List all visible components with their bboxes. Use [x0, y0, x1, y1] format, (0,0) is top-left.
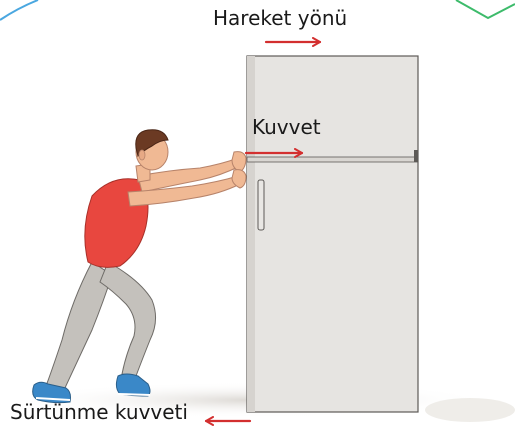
floor-shadow-right — [425, 398, 515, 422]
corner-decoration-right — [455, 0, 515, 20]
corner-decoration-left — [0, 0, 39, 21]
fridge-handle — [257, 179, 265, 231]
friction-label: Sürtünme kuvveti — [10, 400, 188, 424]
motion-direction-label: Hareket yönü — [213, 6, 348, 30]
fridge-illustration — [246, 55, 419, 413]
force-label: Kuvvet — [252, 115, 321, 139]
person-pushing-illustration — [32, 129, 247, 404]
